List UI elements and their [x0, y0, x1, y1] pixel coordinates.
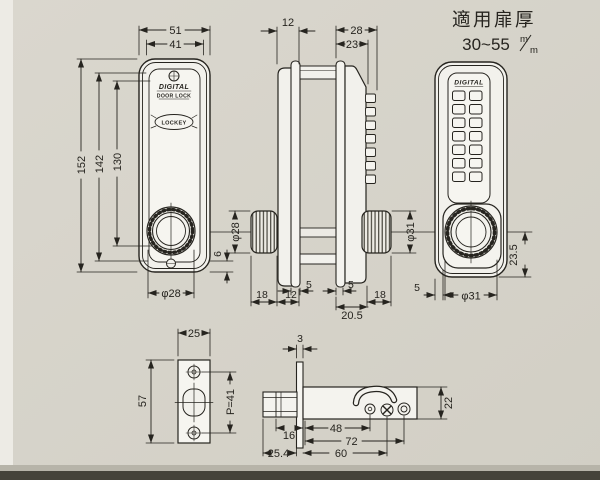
annotation-note: 適用扉厚 30~55 m m — [452, 9, 538, 56]
dim-label-p41: P=41 — [225, 389, 237, 415]
dim-label-51: 51 — [169, 25, 181, 37]
dim-center-to-bottom — [498, 231, 532, 278]
front-flange-plate — [335, 60, 346, 288]
latch-hole-a — [364, 403, 376, 415]
dim-front-body-depth — [335, 39, 369, 85]
dim-rear-depth — [260, 26, 316, 65]
dim-label-16: 16 — [283, 430, 295, 442]
dim-front-knob-dia-bottom — [444, 259, 498, 301]
dim-label-41: 41 — [169, 39, 181, 51]
dim-rear-flange-thickness — [277, 287, 314, 296]
dim-label-6: 6 — [212, 251, 224, 257]
brand-lockey: LOCKEY — [161, 121, 186, 127]
dimension-labels: 51 41 152 142 130 φ28 6 12 28 23 φ28 φ31… — [76, 17, 520, 460]
keypad-unit-outline — [438, 65, 504, 274]
dim-label-23: 23 — [346, 39, 358, 51]
dim-label-12-bottom: 12 — [285, 289, 297, 301]
dim-label-23-5: 23.5 — [508, 244, 520, 265]
door-thickness-title: 適用扉厚 — [452, 9, 536, 30]
left-front-view — [76, 25, 234, 299]
dim-label-5-front: 5 — [348, 279, 354, 291]
lockey-badge — [154, 114, 194, 130]
keypad-front-view — [423, 61, 532, 301]
dim-label-3: 3 — [297, 333, 303, 345]
dim-faceplate-thickness — [282, 344, 318, 359]
dim-label-22: 22 — [443, 397, 455, 409]
bottom-through-bolt — [299, 253, 337, 265]
unit-numerator: m — [520, 34, 528, 45]
dim-label-48: 48 — [330, 423, 342, 435]
brand-digital: DIGITAL — [159, 84, 189, 91]
dim-width-outer — [138, 25, 211, 56]
dim-plate-width — [177, 328, 211, 357]
brand-door-lock: DOOR LOCK — [157, 94, 191, 100]
rear-flange-plate — [290, 60, 301, 288]
dim-screw-pitch — [201, 371, 237, 434]
dim-front-flange-thickness — [322, 287, 357, 296]
side-view — [228, 25, 417, 311]
dim-label-12-top: 12 — [282, 17, 294, 29]
dim-label-18-front: 18 — [374, 289, 386, 301]
dim-label-side-phi28: φ28 — [230, 222, 242, 241]
dim-label-142: 142 — [94, 155, 106, 173]
rear-knob-side — [250, 210, 278, 254]
latch-hole-c — [397, 402, 411, 416]
dim-label-72: 72 — [345, 436, 357, 448]
dim-knob-diameter — [147, 249, 195, 299]
dim-label-5-rear: 5 — [306, 279, 312, 291]
keypad-buttons[interactable] — [452, 90, 483, 182]
dim-plate-height — [145, 359, 175, 444]
dim-center-span — [335, 296, 369, 311]
dim-label-25-4: 25.4 — [268, 448, 289, 460]
dim-latch-height — [416, 386, 448, 420]
dim-front-knob-diameter — [391, 210, 417, 254]
dim-bottom-gap — [209, 249, 234, 284]
scan-left-margin — [0, 0, 13, 467]
dim-height-inner — [112, 80, 153, 247]
rear-body-side — [277, 67, 293, 287]
front-knob-side — [361, 210, 392, 254]
dim-rear-knob-length — [250, 255, 278, 307]
dim-label-20-5: 20.5 — [341, 310, 362, 322]
latch-view — [262, 344, 448, 457]
unit-denominator: m — [530, 45, 538, 56]
dim-label-25: 25 — [188, 328, 200, 340]
dim-label-130: 130 — [112, 153, 124, 171]
dim-label-60: 60 — [335, 448, 347, 460]
dim-width-inner — [146, 39, 204, 56]
dim-rear-knob-diameter — [228, 210, 251, 254]
scan-bottom-edge — [0, 465, 600, 471]
dim-label-28: 28 — [350, 25, 362, 37]
dim-label-152: 152 — [76, 156, 88, 174]
dim-label-side-phi31: φ31 — [405, 222, 417, 241]
dim-label-18-rear: 18 — [256, 289, 268, 301]
keypad-buttons-side — [365, 93, 376, 184]
dim-label-5-edge: 5 — [414, 282, 420, 294]
dim-label-phi28: φ28 — [161, 288, 180, 300]
door-thickness-range: 30~55 — [462, 35, 510, 54]
keypad-brand-digital: DIGITAL — [454, 80, 483, 87]
dim-height-mid — [94, 72, 149, 262]
dim-label-phi31: φ31 — [461, 291, 480, 303]
latch-bolt — [262, 391, 298, 418]
top-through-bolt — [299, 65, 337, 80]
strike-plate-view — [145, 328, 237, 444]
dim-rear-body-depth-bottom — [276, 288, 300, 307]
rear-unit-outline — [142, 62, 207, 269]
brand-labels: DIGITAL DOOR LOCK LOCKEY DIGITAL — [157, 80, 483, 127]
dim-height-outer — [76, 58, 138, 273]
dim-label-57: 57 — [137, 395, 149, 407]
scan-bottom-shadow — [0, 471, 600, 480]
dim-front-knob-length — [366, 255, 392, 307]
